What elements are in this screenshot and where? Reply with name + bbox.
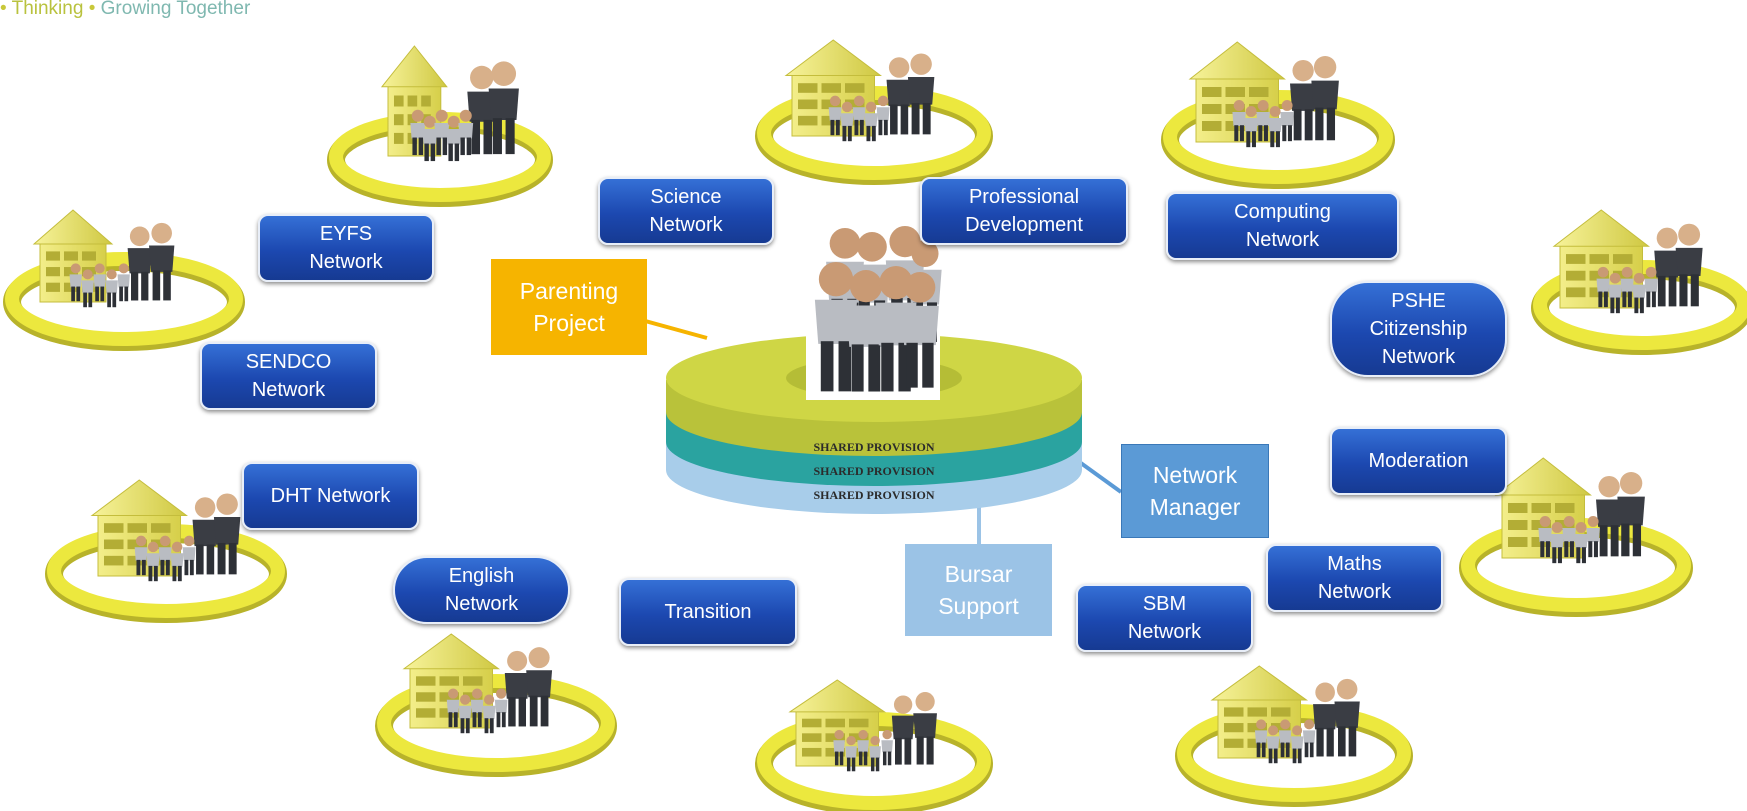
school-site [755,39,993,185]
school-site [45,479,287,623]
school-people [410,61,519,162]
sbm-network-box: SBM Network [1076,584,1253,652]
tagline-growing-together: Growing Together [100,0,251,19]
sendco-network-box: SENDCO Network [200,342,377,410]
school-people [1596,223,1703,314]
school-site [1459,457,1693,617]
bursar-support-box: Bursar Support [905,544,1052,636]
school-site [755,679,993,811]
hub-band-label-1: SHARED PROVISION [813,440,934,454]
transition-box: Transition [619,578,797,646]
professional-development-box: Professional Development [920,177,1128,245]
school-site [375,633,617,777]
school-people [1538,472,1645,564]
hub-band-label-3: SHARED PROVISION [813,488,934,502]
tagline-thinking: Thinking [11,0,84,19]
eyfs-network-box: EYFS Network [258,214,434,282]
school-ring-highlight [5,252,243,346]
shared-provision-hub: SHARED PROVISION SHARED PROVISION SHARED… [666,334,1082,514]
school-site [1161,41,1395,189]
school-people [1232,56,1339,148]
school-people [1254,678,1360,764]
school-ring-highlight [377,674,615,772]
tagline: • Thinking • Growing Together [0,0,251,19]
pshe-citizenship-network-box: PSHE Citizenship Network [1330,281,1507,377]
english-network-box: English Network [393,556,570,624]
school-people [446,647,553,734]
moderation-box: Moderation [1330,427,1507,495]
maths-network-box: Maths Network [1266,544,1443,612]
school-people [69,222,175,308]
computing-network-box: Computing Network [1166,192,1399,260]
school-people [134,493,241,582]
pupils-group [806,224,942,400]
school-site [327,45,553,207]
school-site [1175,665,1413,807]
science-network-box: Science Network [598,177,774,245]
school-people [828,53,935,142]
school-people [833,692,937,772]
school-site [3,209,245,351]
network-manager-box: Network Manager [1121,444,1269,538]
school-building [1494,457,1592,559]
parenting-project-box: Parenting Project [491,259,647,355]
school-site [1531,209,1747,355]
dht-network-box: DHT Network [242,462,419,530]
hub-band-label-2: SHARED PROVISION [813,464,934,478]
